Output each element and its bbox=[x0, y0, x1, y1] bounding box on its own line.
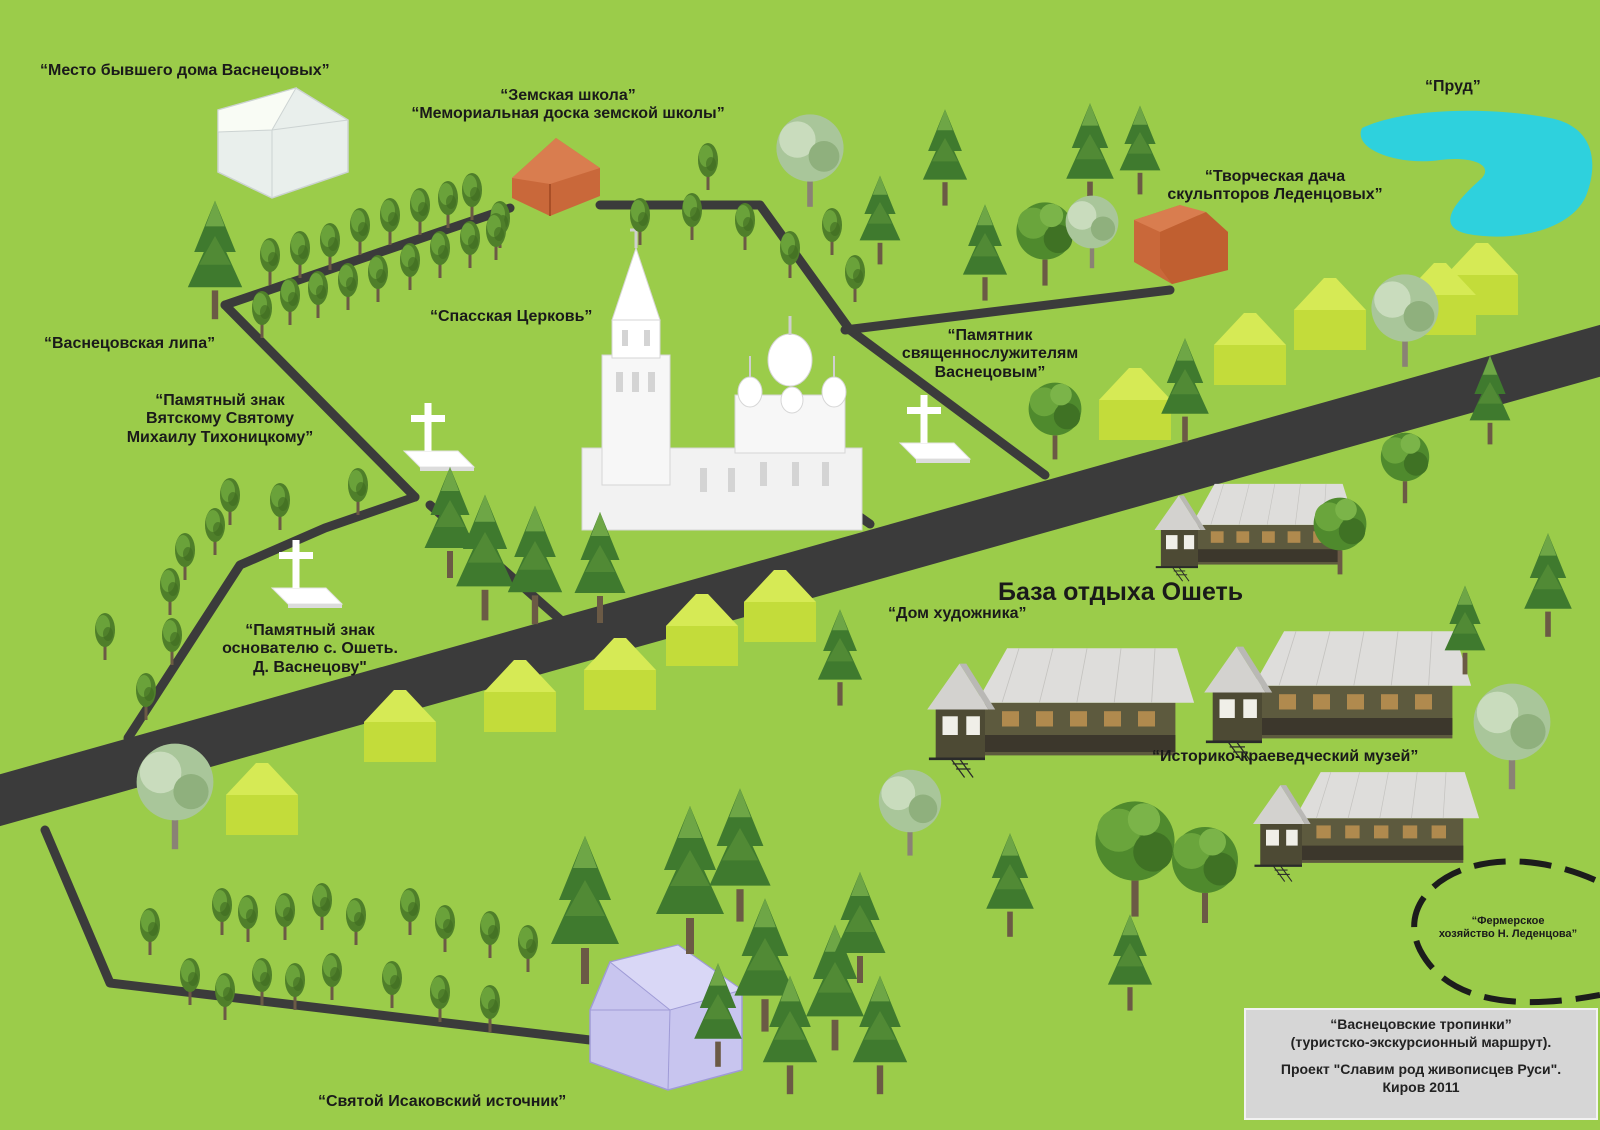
label-line: “Памятник bbox=[947, 327, 1033, 344]
label-line: скульпторов Леденцовых” bbox=[1167, 186, 1383, 204]
label-zemstvo-school: “Земская школа” “Мемориальная доска земс… bbox=[378, 87, 758, 124]
label-founder-memorial: “Памятный знак основателю с. Ошеть. Д. В… bbox=[190, 622, 430, 677]
label-line: основателю с. Ошеть. bbox=[222, 640, 398, 658]
label-clergy-monument: “Памятник священнослужителям Васнецовым” bbox=[870, 327, 1110, 382]
farm-boundary bbox=[1411, 858, 1600, 1006]
info-route-name: “Васнецовские тропинки” bbox=[1330, 1016, 1512, 1032]
cross-icon bbox=[403, 402, 475, 472]
info-project: Проект "Славим род живописцев Руси". bbox=[1280, 1061, 1562, 1077]
project-info-box: “Васнецовские тропинки” (туристско-экску… bbox=[1244, 1008, 1598, 1120]
label-line: Васнецовым” bbox=[934, 363, 1046, 381]
school-house-icon bbox=[512, 138, 600, 216]
label-spasskaya-church: “Спасская Церковь” bbox=[430, 308, 593, 325]
cross-icon bbox=[899, 394, 971, 464]
label-vasnetsov-house-site: “Место бывшего дома Васнецовых” bbox=[40, 62, 330, 79]
label-line: “Творческая дача bbox=[1204, 168, 1346, 185]
label-vasnetsov-linden: “Васнецовская липа” bbox=[44, 335, 216, 352]
label-line: “Памятный знак bbox=[245, 622, 375, 639]
info-city-year: Киров 2011 bbox=[1382, 1078, 1460, 1095]
label-local-history-museum: “Историко-краеведческий музей” bbox=[1152, 748, 1419, 765]
label-line: хозяйство Н. Леденцова” bbox=[1438, 927, 1578, 940]
label-line: “Мемориальная доска земской школы” bbox=[411, 105, 725, 123]
label-mikhail-memorial: “Памятный знак Вятскому Святому Михаилу … bbox=[100, 392, 340, 447]
label-farm: “Фермерское хозяйство Н. Леденцова” bbox=[1418, 915, 1598, 940]
house-icon bbox=[217, 87, 349, 199]
label-line: “Фермерское bbox=[1471, 915, 1545, 927]
main-road bbox=[0, 324, 1600, 827]
label-artist-house: “Дом художника” bbox=[888, 605, 1027, 622]
dacha-house-icon bbox=[1134, 205, 1228, 284]
trees bbox=[136, 103, 1572, 1095]
label-pond: “Пруд” bbox=[1425, 78, 1481, 95]
label-line: Вятскому Святому bbox=[146, 410, 294, 428]
label-dacha: “Творческая дача скульпторов Леденцовых” bbox=[1140, 168, 1410, 205]
label-line: “Земская школа” bbox=[500, 87, 636, 104]
pond-icon bbox=[1360, 110, 1593, 237]
info-route-type: (туристско-экскурсионный маршрут). bbox=[1290, 1033, 1552, 1050]
church-icon bbox=[581, 220, 863, 531]
map-title: База отдыха Ошеть bbox=[998, 578, 1244, 606]
label-line: Михаилу Тихоницкому” bbox=[126, 428, 314, 446]
label-line: священнослужителям bbox=[901, 345, 1079, 363]
cabin-icon bbox=[1202, 630, 1473, 762]
label-line: Д. Васнецову" bbox=[253, 658, 367, 676]
label-isakovsky-spring: “Святой Исаковский источник” bbox=[318, 1093, 567, 1110]
cabin-icon bbox=[1251, 771, 1481, 883]
label-line: “Памятный знак bbox=[155, 392, 285, 409]
